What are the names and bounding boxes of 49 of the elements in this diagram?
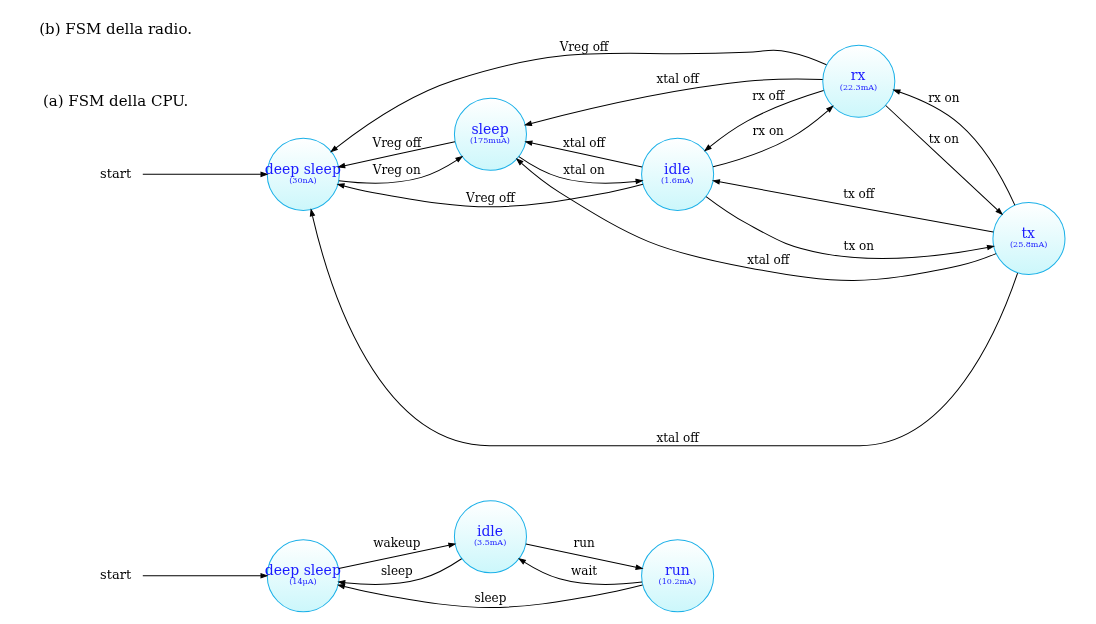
arrow <box>142 171 268 177</box>
arrow <box>330 49 827 153</box>
arrow <box>337 584 643 609</box>
edge-label: xtal on <box>563 162 605 177</box>
arrow <box>705 196 994 259</box>
arrow <box>704 90 825 152</box>
node-text: start <box>100 567 132 583</box>
edge-label: wakeup <box>373 536 421 551</box>
label: (a) FSM della CPU. <box>42 91 189 110</box>
edge-label: rx on <box>752 123 784 138</box>
edge-label: tx on <box>843 239 874 254</box>
arrow <box>524 78 824 126</box>
node-circle: rx (22.3mA) <box>822 44 896 118</box>
edge-label: run <box>573 536 595 551</box>
edge-label: sleep <box>380 564 413 579</box>
arrow <box>516 158 997 281</box>
edge-label: tx on <box>928 131 960 146</box>
node-circle: deep sleep (14μA) <box>266 539 340 613</box>
edge-label: tx off <box>843 186 875 201</box>
edge-label: xtal off <box>747 253 790 268</box>
edge-label: Vreg on <box>372 162 421 177</box>
edge-label: xtal off <box>562 135 606 150</box>
edge-label: rx off <box>752 88 785 103</box>
arrow <box>893 89 1016 206</box>
arrow <box>885 105 1003 215</box>
arrow <box>712 179 994 233</box>
edge-label: Vreg off <box>372 135 422 150</box>
arrow <box>338 141 456 169</box>
arrow <box>518 156 643 184</box>
edge-label: wait <box>570 564 598 579</box>
arrow <box>142 573 268 579</box>
edge-label: Vreg off <box>559 39 609 54</box>
label: (b) FSM della radio. <box>39 19 192 38</box>
arrow <box>338 542 456 569</box>
arrow <box>525 140 643 168</box>
arrow <box>712 105 834 168</box>
edge-label: xtal off <box>656 431 699 446</box>
arrow <box>337 183 644 208</box>
arrow <box>338 558 463 586</box>
arrow <box>525 543 643 570</box>
edge-label: xtal off <box>656 71 699 86</box>
node-text: start <box>100 165 132 181</box>
node-circle: run (10.2mA) <box>641 539 715 613</box>
edge-label: sleep <box>474 591 507 606</box>
arrow <box>518 558 643 585</box>
arrow <box>338 156 463 184</box>
arrow <box>309 209 1019 447</box>
edge-label: rx on <box>928 90 960 105</box>
edge-label: Vreg off <box>466 190 515 205</box>
